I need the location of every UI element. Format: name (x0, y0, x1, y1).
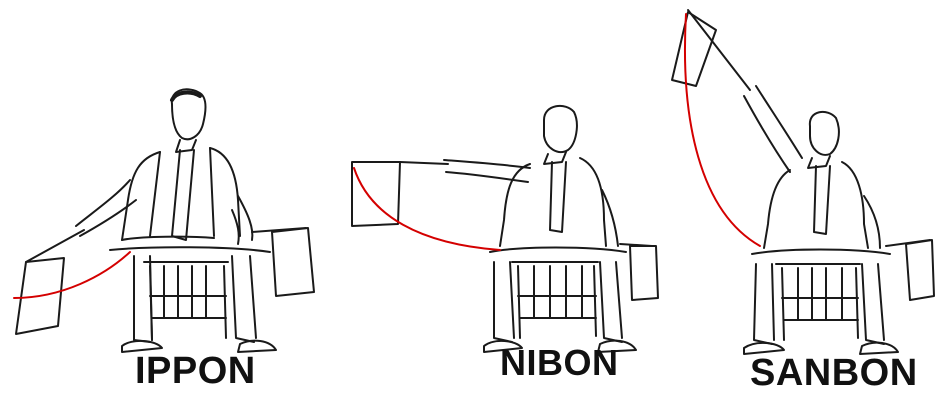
ippon-referee (16, 89, 314, 352)
nibon-arc (354, 168, 500, 250)
nibon-label: NIBON (500, 342, 619, 384)
sanbon-label: SANBON (750, 352, 918, 395)
sanbon-referee (672, 10, 934, 354)
sanbon-arc (685, 14, 760, 246)
flag-motion-arcs (14, 14, 760, 298)
nibon-referee (352, 106, 658, 352)
ippon-label: IPPON (135, 350, 256, 393)
